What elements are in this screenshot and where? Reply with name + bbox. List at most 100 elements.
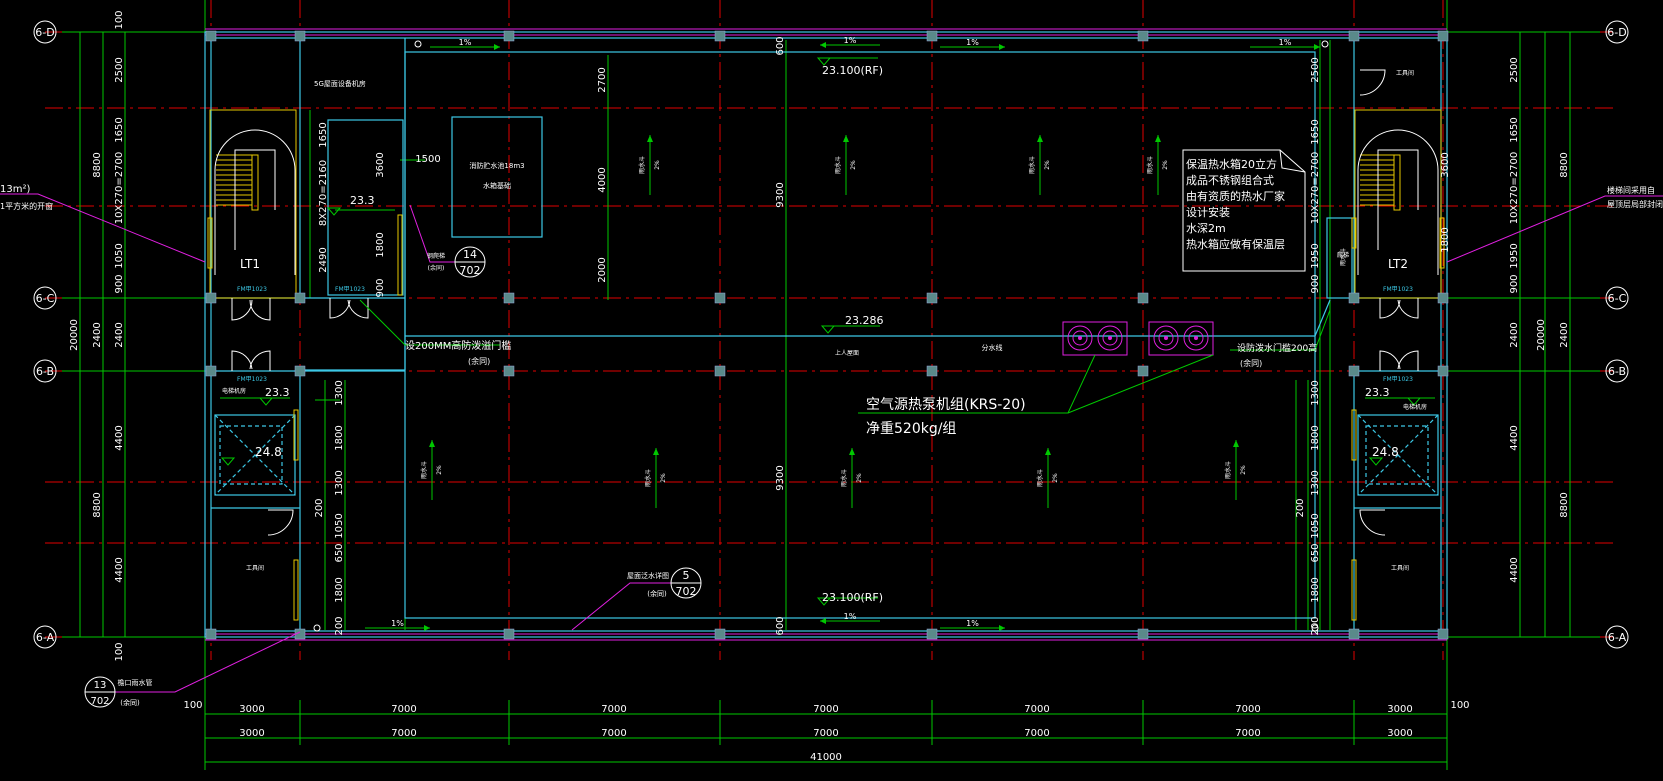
- drain-pct: 2%: [1240, 465, 1247, 475]
- column-7-1: [1437, 292, 1449, 304]
- note-line-5: 热水箱应做有保温层: [1186, 237, 1285, 251]
- dim-center-btm-edge: 600: [775, 616, 786, 635]
- detail-702-b: 702: [676, 585, 697, 598]
- slope-label: 1%: [844, 36, 857, 45]
- drain-arrowhead: [849, 448, 855, 455]
- dim-left-in-5: 2400: [114, 322, 125, 347]
- drain-label: 雨水斗: [420, 461, 428, 479]
- fm-c: FM甲1023: [237, 376, 267, 383]
- elev-24-8-a: 24.8: [255, 445, 282, 459]
- dim-stair-ls-0: 3600: [375, 152, 386, 177]
- fan-inner: [1158, 330, 1174, 346]
- dim-ll-5: 1800: [334, 577, 345, 602]
- slope-arrowhead: [820, 42, 826, 48]
- fan-hub: [1164, 336, 1168, 340]
- fan-inner: [1188, 330, 1204, 346]
- dim-ll-200: 200: [314, 498, 325, 517]
- elev-23-3-b: 23.3: [265, 386, 290, 399]
- dim-lr-4: 650: [1310, 543, 1321, 562]
- detail-14-caption: 钢爬梯: [427, 252, 445, 260]
- dim-b2-0: 3000: [239, 728, 264, 739]
- dim-right-stair-2: 10X270=2700: [1310, 152, 1321, 225]
- dim-right-side-0: 3600: [1440, 152, 1451, 177]
- fm-d: FM甲1023: [1383, 286, 1413, 293]
- axis-6a-right: 6-A: [1608, 631, 1627, 644]
- slope-arrowhead: [820, 618, 826, 624]
- drain-label: 雨水斗: [638, 156, 646, 174]
- column-3-0: [714, 30, 726, 42]
- drain-label: 雨水斗: [644, 469, 652, 487]
- threshold-notes: 设200MM高防泼溢门槛 (余同) 设防泼水门槛200高 (余同): [359, 299, 1331, 368]
- column-7-0: [1437, 30, 1449, 42]
- threshold-right: 设防泼水门槛200高: [1237, 342, 1317, 354]
- dim-left-in-1: 1650: [114, 117, 125, 142]
- note-line-0: 保温热水箱20立方: [1186, 157, 1277, 171]
- detail-callouts: 14 702 钢爬梯 (余同) 5 702 屋面泛水详图 (余同) 13 702…: [84, 204, 702, 708]
- stair-right: [1354, 109, 1445, 299]
- dim-lr-3: 1050: [1310, 513, 1321, 538]
- roof-drain: [313, 624, 321, 632]
- drain-pct: 2%: [850, 160, 857, 170]
- dim-lr-5: 1800: [1310, 577, 1321, 602]
- dim-stair-l-2: 2490: [318, 247, 329, 272]
- detail-702-a: 702: [460, 264, 481, 277]
- slope-label: 1%: [966, 619, 979, 628]
- dim-b1-6: 3000: [1387, 704, 1412, 715]
- dim-b1-5: 7000: [1235, 704, 1260, 715]
- drain-pct: 2%: [1052, 473, 1059, 483]
- roof-access: 上人屋面: [835, 349, 859, 357]
- drain-label: 雨水斗: [1036, 469, 1044, 487]
- dim-b1-4: 7000: [1024, 704, 1049, 715]
- stair-left: [207, 109, 297, 299]
- dim-right-in-7: 4400: [1509, 557, 1520, 582]
- column-2-1: [503, 292, 515, 304]
- tank-sub: 水箱基础: [483, 181, 511, 190]
- weight-label: 净重520kg/组: [866, 421, 956, 437]
- fm-b: FM甲1023: [335, 286, 365, 293]
- threshold-left-sub: (余同): [468, 356, 490, 366]
- drain-arrowhead: [1037, 135, 1043, 142]
- right-edge-note-b: 屋顶层局部封闭窗: [1607, 199, 1663, 209]
- threshold-left: 设200MM高防泼溢门槛: [405, 339, 511, 352]
- door-frames: [293, 214, 1357, 621]
- fan-hub: [1194, 336, 1198, 340]
- tool-room-right: 工具间: [1391, 564, 1409, 572]
- detail-13-sub: (余同): [120, 698, 140, 707]
- dim-right-in-0: 2500: [1509, 57, 1520, 82]
- column-4-1: [926, 292, 938, 304]
- dim-right-stair-0: 2500: [1310, 57, 1321, 82]
- dim-ll-6: 200: [334, 616, 345, 635]
- axis-bubbles: 6-D 6-C 6-B 6-A 6-D 6-C 6-B 6-A: [33, 20, 1629, 649]
- detail-14: 14: [463, 248, 477, 261]
- slope-label: 1%: [391, 619, 404, 628]
- elev-machine-right: 电梯机房: [1403, 403, 1427, 411]
- column-0-3: [205, 628, 217, 640]
- dim-b2-5: 7000: [1235, 728, 1260, 739]
- elev-23-3-a: 23.3: [350, 194, 375, 207]
- columns: [205, 30, 1449, 640]
- axis-6d-right: 6-D: [1607, 26, 1626, 39]
- edge-notes: 13m²) 1平方米的开窗 楼梯间采用自 屋顶层局部封闭窗: [0, 184, 1663, 263]
- slope-arrowhead: [494, 44, 500, 50]
- drain-pct: 2%: [436, 465, 443, 475]
- drain-label: 雨水斗: [1339, 248, 1347, 266]
- dim-center-top-0: 600: [775, 36, 786, 55]
- dim-b2-1: 7000: [391, 728, 416, 739]
- dim-right-in-4: 900: [1509, 274, 1520, 293]
- dim-right-in-1: 1650: [1509, 117, 1520, 142]
- column-0-1: [205, 292, 217, 304]
- column-3-1: [714, 292, 726, 304]
- drain-arrowhead: [653, 448, 659, 455]
- drain-arrowhead: [1045, 448, 1051, 455]
- column-4-2: [926, 365, 938, 377]
- column-1-1: [294, 292, 306, 304]
- room-top-left: 5G屋面设备机房: [314, 79, 366, 88]
- column-6-2: [1348, 365, 1360, 377]
- left-edge-note-a: 13m²): [0, 184, 30, 195]
- divide-line: 分水线: [982, 343, 1003, 352]
- note-line-4: 水深2m: [1186, 222, 1226, 235]
- right-dimensions: 20000 8800 2400 8800 2500 1650 10X270=27…: [1310, 57, 1570, 582]
- detail-5-caption: 屋面泛水详图: [627, 571, 669, 580]
